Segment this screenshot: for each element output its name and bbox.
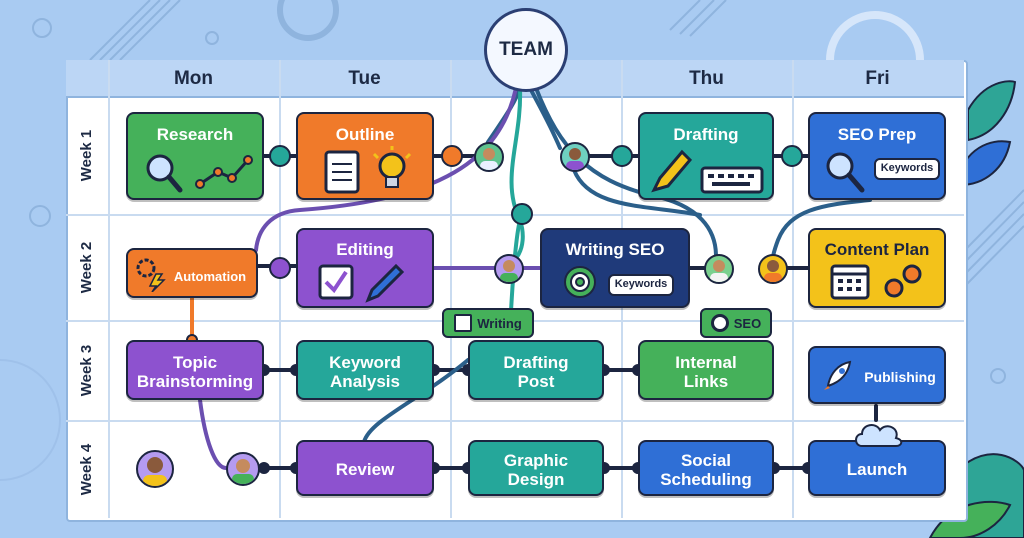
grid-line <box>792 60 794 518</box>
grid-line <box>279 60 281 518</box>
card-graphic-design[interactable]: Graphic Design <box>468 440 604 496</box>
team-member-avatar[interactable] <box>494 254 524 284</box>
leaf-decoration <box>928 80 1024 538</box>
card-internal-links[interactable]: Internal Links <box>638 340 774 400</box>
rocket-icon <box>824 360 852 390</box>
card-editing[interactable]: Editing <box>296 228 434 308</box>
team-member-avatar[interactable] <box>226 452 260 486</box>
team-member-avatar[interactable] <box>136 450 174 488</box>
day-header-tue: Tue <box>348 68 381 89</box>
card-publishing[interactable]: Publishing <box>808 346 946 404</box>
cloud-icon <box>855 424 903 447</box>
team-member-avatar[interactable] <box>560 142 590 172</box>
notepad-lightbulb-icon <box>324 146 412 194</box>
card-seo-prep[interactable]: SEO Prep Keywords <box>808 112 946 200</box>
card-launch[interactable]: Launch <box>808 440 946 496</box>
card-keyword-analysis[interactable]: Keyword Analysis <box>296 340 434 400</box>
card-review[interactable]: Review <box>296 440 434 496</box>
team-member-avatar[interactable] <box>704 254 734 284</box>
day-header-thu: Thu <box>689 68 724 89</box>
seo-tag: SEO <box>700 308 772 338</box>
card-social-scheduling[interactable]: Social Scheduling <box>638 440 774 496</box>
checkbox-pen-icon <box>318 263 405 303</box>
card-outline[interactable]: Outline <box>296 112 434 200</box>
grid-line <box>66 420 964 422</box>
day-header-fri: Fri <box>865 68 890 89</box>
calendar-gears-icon <box>830 264 922 300</box>
grid-line <box>108 60 110 518</box>
day-header-mon: Mon <box>173 68 214 89</box>
card-topic-brainstorming[interactable]: Topic Brainstorming <box>126 340 264 400</box>
team-member-avatar[interactable] <box>758 254 788 284</box>
grid-line <box>450 60 452 518</box>
writing-tag: Writing <box>442 308 534 338</box>
magnifier-icon <box>826 152 865 193</box>
keywords-pill: Keywords <box>608 274 674 296</box>
card-content-plan[interactable]: Content Plan <box>808 228 946 308</box>
gear-lightning-icon <box>136 258 166 292</box>
card-writing-seo[interactable]: Writing SEO Keywords <box>540 228 690 308</box>
research-illustration-icon <box>146 154 253 193</box>
team-hub[interactable]: TEAM <box>484 8 568 92</box>
card-drafting-post[interactable]: Drafting Post <box>468 340 604 400</box>
target-icon <box>564 266 596 298</box>
card-drafting[interactable]: Drafting <box>638 112 774 200</box>
keywords-pill: Keywords <box>874 158 940 180</box>
pencil-keyboard-icon <box>651 149 764 194</box>
edit-note-icon <box>454 314 473 332</box>
team-member-avatar[interactable] <box>474 142 504 172</box>
target-icon <box>710 314 729 332</box>
card-research[interactable]: Research <box>126 112 264 200</box>
card-automation[interactable]: Automation <box>126 248 258 298</box>
